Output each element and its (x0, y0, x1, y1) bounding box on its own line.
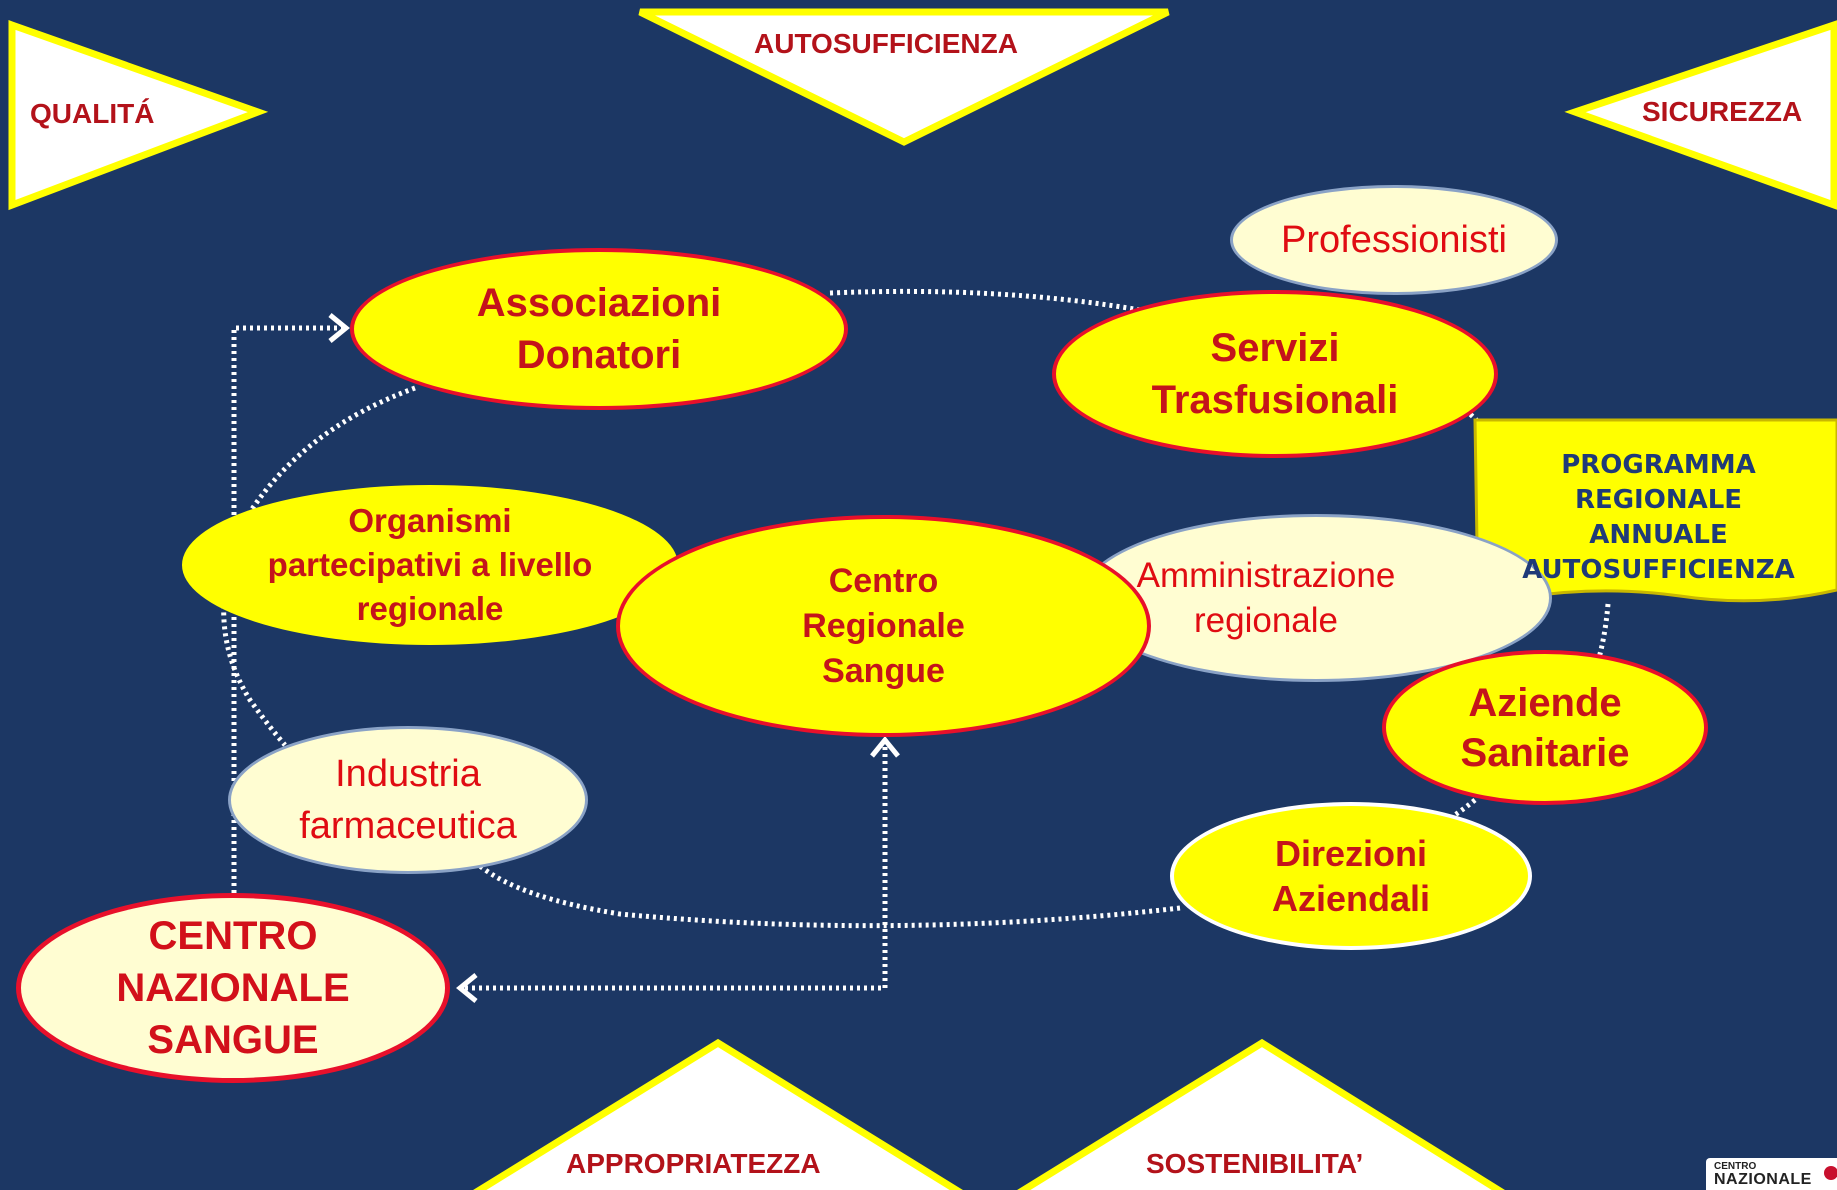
node-label: Servizi (1210, 326, 1340, 370)
node-organismi-partecipativi: Organismi partecipativi a livello region… (182, 485, 678, 645)
arrowhead-cns (456, 973, 478, 1003)
triangle-sicurezza (1564, 20, 1837, 210)
triangle-autosufficienza (638, 8, 1170, 146)
node-professionisti: Professionisti (1230, 185, 1558, 295)
node-label: Donatori (516, 333, 682, 377)
connector-cns-assoc (231, 325, 345, 893)
cns-logo: CENTRO NAZIONALE (1706, 1158, 1837, 1190)
node-label: CENTRO (148, 914, 318, 958)
node-centro-nazionale-sangue: CENTRO NAZIONALE SANGUE (16, 893, 450, 1083)
triangle-sostenibilita (1017, 1038, 1505, 1190)
node-label: Trasfusionali (1151, 378, 1399, 422)
node-label: regionale (356, 590, 504, 627)
label-appropriatezza: APPROPRIATEZZA (566, 1148, 821, 1179)
node-label: regionale (1194, 601, 1338, 640)
node-centro-regionale-sangue: Centro Regionale Sangue (616, 515, 1151, 737)
node-label: Professionisti (1281, 218, 1507, 261)
programma-line: REGIONALE (1574, 484, 1743, 515)
node-label: farmaceutica (299, 805, 517, 847)
node-label: Aziendali (1271, 878, 1431, 919)
node-label: Sangue (822, 651, 945, 690)
node-label: Sanitarie (1460, 730, 1630, 775)
logo-drop-icon (1824, 1166, 1837, 1180)
programma-regionale-label: PROGRAMMA REGIONALE ANNUALE AUTOSUFFICIE… (1480, 425, 1837, 610)
triangle-qualita (8, 20, 269, 211)
node-label: SANGUE (147, 1018, 319, 1062)
label-sostenibilita: SOSTENIBILITA’ (1146, 1148, 1364, 1179)
connector-crs-cns (460, 740, 888, 991)
logo-line2: NAZIONALE (1714, 1171, 1812, 1188)
node-direzioni-aziendali: Direzioni Aziendali (1170, 802, 1532, 950)
logo-line1: CENTRO (1714, 1161, 1757, 1172)
node-label: Regionale (802, 606, 965, 645)
connector-direzioni-industria (478, 864, 1181, 929)
programma-line: ANNUALE (1589, 519, 1728, 550)
node-label: Aziende (1468, 680, 1622, 725)
label-sicurezza: SICUREZZA (1642, 96, 1803, 127)
node-label: Industria (335, 753, 481, 795)
label-qualita: QUALITÁ (30, 98, 155, 129)
node-label: partecipativi a livello (267, 546, 593, 583)
arrowhead-assoc (328, 313, 350, 343)
node-label: Direzioni (1274, 833, 1427, 874)
programma-line: PROGRAMMA (1561, 449, 1756, 480)
label-autosufficienza: AUTOSUFFICIENZA (754, 28, 1018, 59)
node-industria-farmaceutica: Industria farmaceutica (228, 726, 588, 874)
node-label: Centro (828, 561, 939, 600)
programma-line: AUTOSUFFICIENZA (1522, 554, 1795, 585)
node-label: Associazioni (476, 281, 722, 325)
node-aziende-sanitarie: Aziende Sanitarie (1382, 650, 1708, 805)
connector-assoc-servizi (829, 288, 1141, 313)
node-servizi-trasfusionali: Servizi Trasfusionali (1052, 290, 1498, 458)
node-label: Amministrazione (1136, 556, 1396, 595)
arrowheads (328, 313, 900, 1003)
node-label: Organismi (348, 502, 512, 539)
node-label: NAZIONALE (116, 966, 350, 1010)
arrowhead-crs (870, 736, 900, 758)
node-associazioni-donatori: Associazioni Donatori (350, 248, 848, 410)
triangle-appropriatezza (473, 1038, 963, 1190)
